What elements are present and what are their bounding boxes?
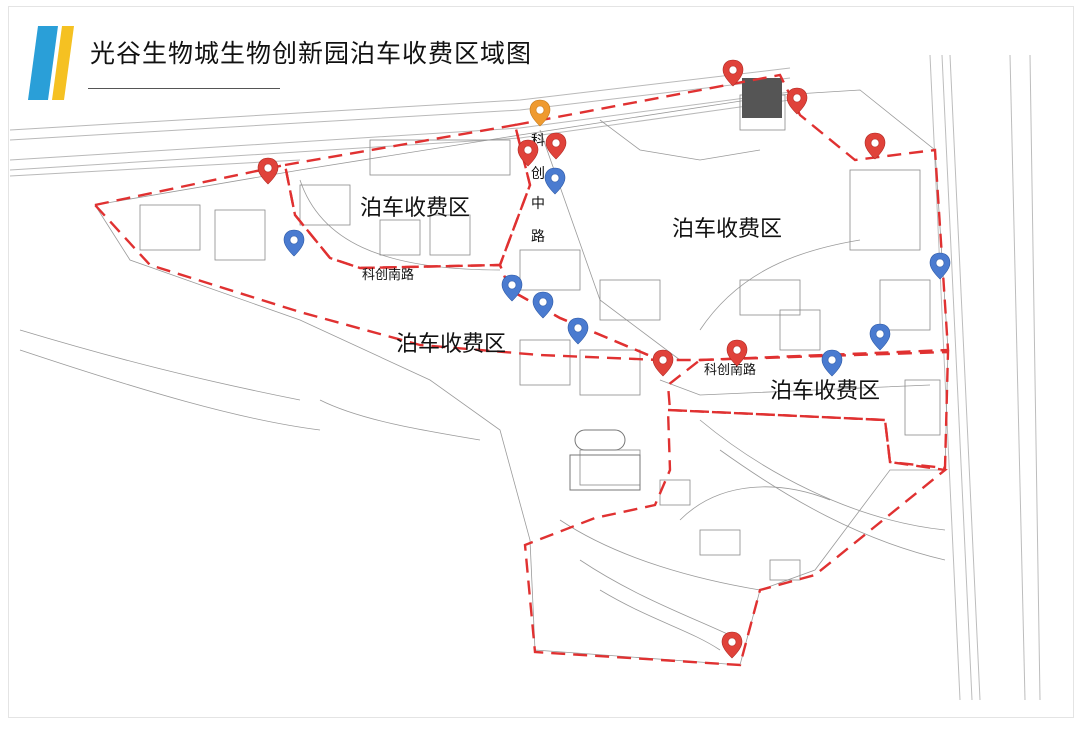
map-pin-icon	[864, 132, 886, 160]
map-pin-icon	[283, 229, 305, 257]
orange-markers	[529, 99, 551, 127]
red-markers	[257, 59, 886, 659]
map-pin-icon	[786, 87, 808, 115]
title-underline	[88, 88, 280, 89]
logo-blue-bar	[28, 26, 58, 100]
road-label-kechuang-south-east: 科创南路	[704, 362, 756, 378]
map-pin-icon	[532, 291, 554, 319]
road-label-kechuang-middle-3: 中	[531, 196, 545, 212]
page-title: 光谷生物城生物创新园泊车收费区域图	[90, 39, 533, 68]
map-pin-icon	[721, 631, 743, 659]
page-frame	[8, 6, 1074, 718]
dark-building	[742, 78, 782, 118]
map-pin-icon	[567, 317, 589, 345]
zone-boundary-south	[523, 408, 948, 667]
road-label-kechuang-middle-2: 创	[531, 166, 545, 182]
zone-label-southwest: 泊车收费区	[396, 332, 506, 357]
map-pin-icon	[544, 167, 566, 195]
site-linework	[19, 89, 949, 666]
east-roads	[929, 54, 1041, 701]
logo-icon	[28, 26, 74, 100]
road-label-kechuang-south-west: 科创南路	[362, 267, 414, 283]
map-pin-icon	[929, 252, 951, 280]
toll-zone-boundaries	[92, 73, 950, 667]
highway-lines	[9, 67, 791, 177]
logo-yellow-bar	[52, 26, 74, 100]
zone-boundary-southeast	[666, 350, 950, 470]
map-pin-icon	[869, 323, 891, 351]
zone-label-southeast: 泊车收费区	[770, 379, 880, 404]
zone-label-west: 泊车收费区	[360, 196, 470, 221]
map-pin-icon	[257, 157, 279, 185]
map-pin-icon	[821, 349, 843, 377]
map-pin-icon	[529, 99, 551, 127]
map-pin-icon	[652, 349, 674, 377]
track-field	[569, 429, 641, 491]
building-blocks	[139, 94, 941, 581]
map-pin-icon	[501, 274, 523, 302]
zone-label-central: 泊车收费区	[672, 217, 782, 242]
map-pin-icon	[517, 139, 539, 167]
road-label-kechuang-middle-4: 路	[531, 229, 545, 245]
